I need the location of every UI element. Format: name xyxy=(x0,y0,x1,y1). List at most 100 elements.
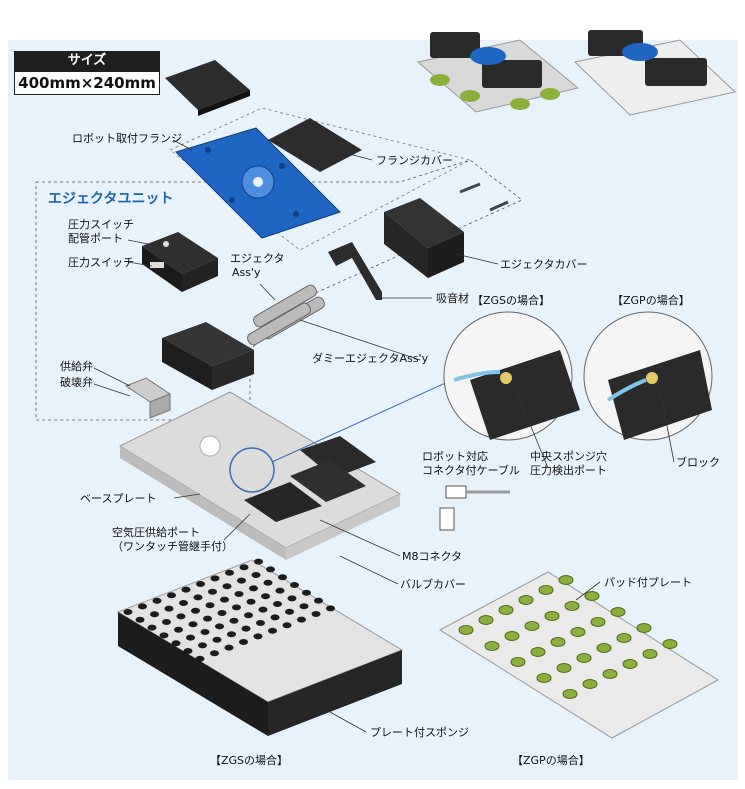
caption-zgs: 【ZGSの場合】 xyxy=(210,754,289,767)
sponge-hole xyxy=(212,636,222,643)
label-zgp-case: 【ZGPの場合】 xyxy=(612,294,690,307)
sponge-hole xyxy=(215,623,224,630)
suction-pad xyxy=(564,601,580,611)
suction-pad xyxy=(562,689,578,699)
sponge-hole xyxy=(232,604,241,611)
sponge-hole xyxy=(200,629,210,635)
label-valve-cover: バルブカバー xyxy=(400,578,466,591)
sponge-hole xyxy=(290,582,299,588)
suction-pad xyxy=(570,627,586,637)
label-ejector-assy-2: Ass'y xyxy=(232,266,261,279)
pressure-switch-part xyxy=(142,232,218,292)
suction-pad xyxy=(584,591,600,601)
sponge-plate-part xyxy=(116,558,404,736)
label-pad-plate: パッド付プレート xyxy=(604,576,692,589)
sponge-hole xyxy=(297,616,306,623)
sponge-hole xyxy=(224,644,234,651)
label-block: ブロック xyxy=(676,456,720,469)
sponge-hole xyxy=(191,607,200,614)
sponge-hole xyxy=(263,579,273,586)
label-sound-absorber: 吸音材 xyxy=(436,292,469,305)
sponge-hole xyxy=(282,622,292,629)
suction-pad xyxy=(458,625,474,635)
sponge-hole xyxy=(174,626,183,633)
sponge-hole xyxy=(167,592,176,599)
label-supply-valve: 供給弁 xyxy=(60,360,93,373)
sponge-hole xyxy=(256,620,265,626)
caption-zgp: 【ZGPの場合】 xyxy=(512,754,590,767)
sponge-hole xyxy=(225,569,234,576)
sponge-hole xyxy=(152,597,162,604)
label-base-plate: ベースプレート xyxy=(80,492,157,505)
sponge-hole xyxy=(273,601,282,607)
sponge-hole xyxy=(220,596,229,603)
sponge-hole xyxy=(239,564,249,571)
sponge-hole xyxy=(299,603,309,610)
suction-pad xyxy=(636,623,652,633)
ejector-unit-title: エジェクタユニット xyxy=(48,191,174,207)
sponge-hole xyxy=(176,613,186,620)
suction-pad xyxy=(530,647,546,657)
flange-cover xyxy=(268,118,362,172)
product-photo-zgp xyxy=(573,30,737,116)
suction-pad xyxy=(622,659,638,669)
suction-pad xyxy=(556,663,572,673)
label-zgs-case: 【ZGSの場合】 xyxy=(472,294,551,307)
sponge-hole xyxy=(188,621,198,628)
base-plate-part xyxy=(118,391,402,560)
sponge-hole xyxy=(287,595,297,602)
label-plate-sponge: プレート付スポンジ xyxy=(370,726,469,739)
size-header: サイズ xyxy=(14,51,160,71)
suction-pad xyxy=(590,617,606,627)
sponge-hole xyxy=(203,615,212,622)
sponge-hole xyxy=(179,600,188,606)
label-air-port-2: （ワンタッチ管継手付） xyxy=(112,540,233,553)
label-ejector-assy-1: エジェクタ xyxy=(230,252,285,265)
sponge-hole xyxy=(186,634,195,641)
sponge-hole xyxy=(198,642,207,649)
suction-pad xyxy=(602,669,618,679)
sponge-hole xyxy=(217,610,227,616)
manifold-block xyxy=(162,322,254,390)
label-robot-cable-2: コネクタ付ケーブル xyxy=(422,464,520,477)
label-dummy-ejector: ダミーエジェクタAss'y xyxy=(312,352,429,365)
flange-boundary xyxy=(169,107,472,251)
suction-pad xyxy=(536,673,552,683)
label-air-port-1: 空気圧供給ポート xyxy=(112,526,200,539)
suction-pad xyxy=(582,679,598,689)
label-robot-flange: ロボット取付フランジ xyxy=(72,132,182,145)
robot-cable xyxy=(439,485,510,531)
suction-pad xyxy=(558,575,574,585)
sponge-hole xyxy=(123,609,133,615)
sponge-hole xyxy=(159,632,169,639)
suction-pad xyxy=(642,649,658,659)
sponge-hole xyxy=(268,627,277,634)
zgs-detail-circle xyxy=(443,311,580,441)
zgp-detail-circle xyxy=(583,311,713,441)
suction-pad xyxy=(550,637,566,647)
suction-pad xyxy=(498,605,514,615)
sound-absorber xyxy=(328,242,382,300)
product-photo-zgs xyxy=(416,32,580,113)
sponge-hole xyxy=(171,640,181,647)
sponge-hole xyxy=(210,575,220,582)
sponge-hole xyxy=(164,605,174,612)
suction-pad xyxy=(524,621,540,631)
size-value: 400mm×240mm xyxy=(14,71,160,95)
sponge-hole xyxy=(147,624,157,631)
suction-pad xyxy=(544,611,560,621)
sponge-hole xyxy=(162,619,171,625)
sponge-hole xyxy=(239,639,248,645)
leader-lines xyxy=(93,139,675,733)
label-pressure-switch-port-2: 配管ポート xyxy=(68,232,123,245)
sponge-hole xyxy=(227,631,236,638)
label-m8-connector: M8コネクタ xyxy=(402,550,463,563)
suction-pad xyxy=(662,639,678,649)
sponge-hole xyxy=(195,655,205,662)
label-robot-cable-1: ロボット対応 xyxy=(422,450,488,463)
sponge-hole xyxy=(302,589,311,596)
ejector-assy-part xyxy=(247,284,325,346)
suction-pad xyxy=(576,653,592,663)
valves-part xyxy=(124,377,172,419)
